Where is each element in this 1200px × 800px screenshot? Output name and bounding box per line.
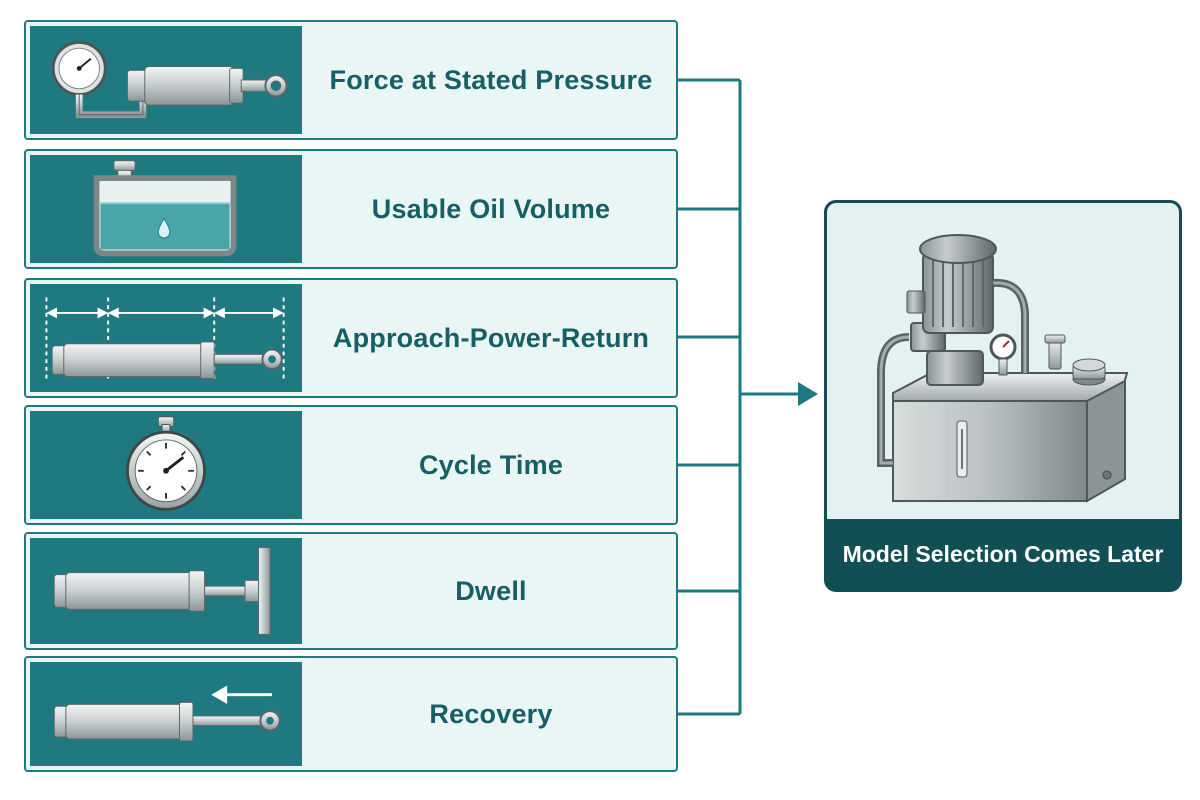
cylinder-stroke-segments-icon (26, 280, 306, 396)
factor-row-recovery: Recovery (24, 656, 678, 772)
factor-label-oil-volume: Usable Oil Volume (371, 193, 611, 224)
factor-row-cycle-time: Cycle Time (24, 405, 678, 525)
factor-label-dwell: Dwell (455, 575, 527, 606)
factor-label-cycle-time: Cycle Time (418, 449, 564, 480)
factor-label-approach-power-return: Approach-Power-Return (332, 322, 650, 353)
result-label: Model Selection Comes Later (842, 540, 1164, 567)
stopwatch-icon (26, 407, 306, 523)
factor-row-oil-volume: Usable Oil Volume (24, 149, 678, 269)
factor-row-dwell: Dwell (24, 532, 678, 650)
result-card: Model Selection Comes Later (824, 200, 1182, 592)
arrow-head-icon (798, 382, 818, 406)
oil-reservoir-icon (26, 151, 306, 267)
factor-label-recovery: Recovery (429, 698, 553, 729)
factor-row-approach-power-return: Approach-Power-Return (24, 278, 678, 398)
cylinder-retract-icon (26, 658, 306, 770)
cylinder-pressing-plate-icon (26, 534, 306, 648)
arrow-left-icon (211, 685, 272, 704)
hydraulic-power-unit-icon (827, 203, 1179, 519)
factor-label-force: Force at Stated Pressure (329, 64, 653, 95)
pressure-gauge-cylinder-icon (26, 22, 306, 138)
factor-row-force: Force at Stated Pressure (24, 20, 678, 140)
